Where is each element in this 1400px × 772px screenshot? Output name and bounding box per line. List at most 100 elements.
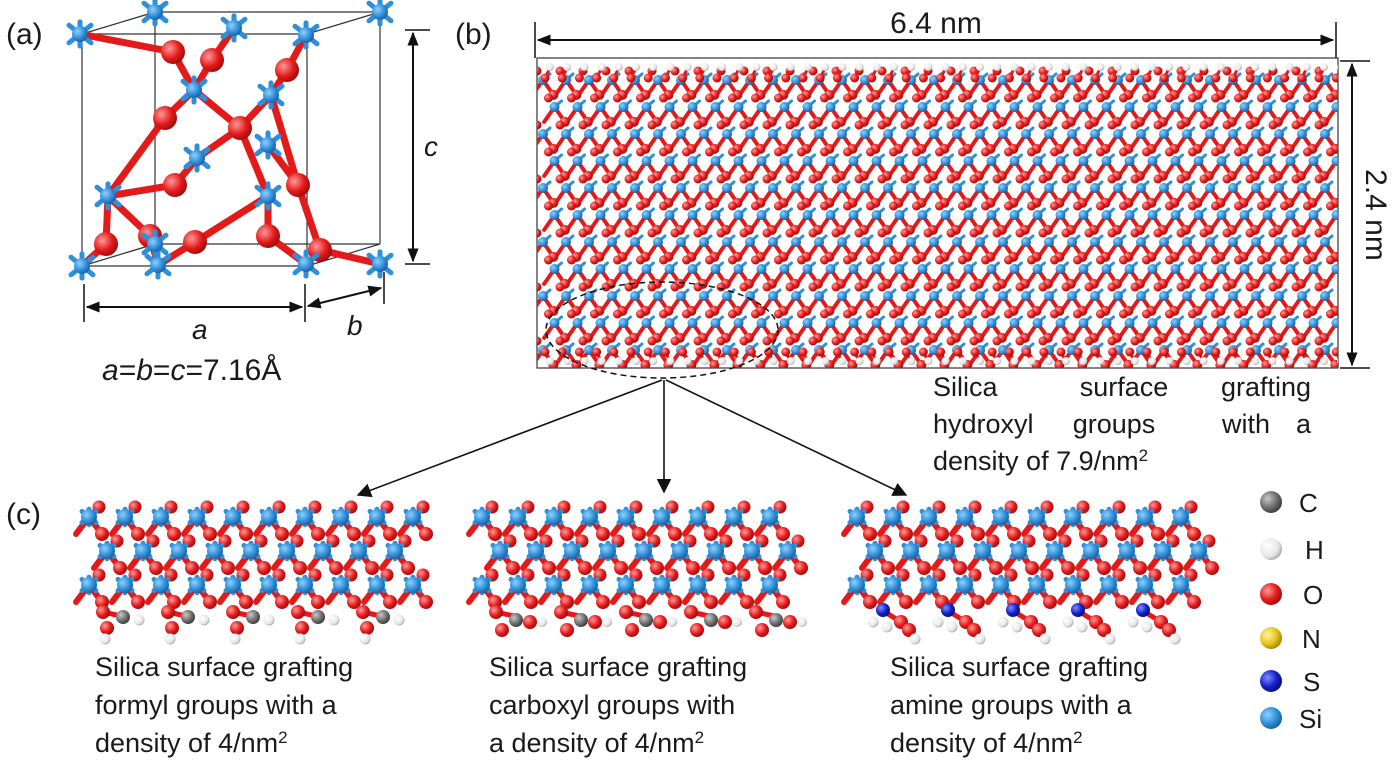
silicon-atom xyxy=(1090,237,1100,247)
oxygen-atom xyxy=(365,561,379,575)
oxygen-atom xyxy=(668,595,682,609)
silicon-atom xyxy=(802,102,813,112)
oxygen-atom xyxy=(1291,336,1301,346)
hydrogen-atom xyxy=(1010,63,1019,71)
unit-cell-atoms xyxy=(66,0,394,281)
silicon-atom xyxy=(837,183,847,193)
oxygen-atom xyxy=(967,623,981,637)
silicon-atom xyxy=(762,509,778,525)
eq-b: b xyxy=(136,354,153,387)
oxygen-atom xyxy=(1291,228,1301,238)
oxygen-atom xyxy=(636,309,645,319)
oxygen-atom xyxy=(1050,147,1059,157)
silicon-atom xyxy=(1159,291,1169,301)
oxygen-atom xyxy=(899,527,913,541)
oxygen-atom xyxy=(1022,73,1032,83)
silicon-atom xyxy=(564,543,580,559)
silica-slab-atoms xyxy=(537,63,1352,368)
oxygen-atom xyxy=(1119,93,1128,103)
hydrogen-atom xyxy=(872,357,881,365)
caption-amine-density: density of 4/nm xyxy=(890,728,1073,758)
hydrogen-atom xyxy=(1039,633,1051,645)
oxygen-atom xyxy=(783,615,797,629)
silicon-atom xyxy=(1044,129,1054,139)
silicon-atom xyxy=(171,543,187,559)
oxygen-atom xyxy=(275,527,289,541)
oxygen-atom xyxy=(1331,347,1338,357)
hydrogen-atom xyxy=(1169,633,1181,645)
oxygen-atom xyxy=(992,228,1002,238)
silicon-atom xyxy=(607,237,617,247)
oxygen-atom xyxy=(1176,73,1186,83)
oxygen-atom xyxy=(808,120,818,130)
hydrogen-atom xyxy=(263,614,275,626)
hydrogen-atom xyxy=(1096,63,1105,71)
oxygen-atom xyxy=(877,336,887,346)
oxygen-atom xyxy=(936,73,946,83)
silicon-atom xyxy=(848,264,859,274)
oxygen-atom xyxy=(1342,117,1352,127)
oxygen-atom xyxy=(1303,147,1312,157)
hydrogen-atom xyxy=(838,63,847,71)
silicon-atom xyxy=(1044,291,1054,301)
oxygen-atom xyxy=(1199,228,1209,238)
silicon-atom xyxy=(837,291,847,301)
silicon-atom xyxy=(1055,318,1066,328)
silicon-atom xyxy=(867,543,883,559)
oxygen-atom xyxy=(739,228,749,238)
oxygen-atom xyxy=(1119,147,1128,157)
silicon-atom xyxy=(975,237,985,247)
silicon-atom xyxy=(1124,264,1135,274)
silicon-atom xyxy=(1308,210,1319,220)
silicon-atom xyxy=(549,264,560,274)
hydrogen-atom xyxy=(164,633,176,645)
hydrogen-atom xyxy=(909,633,921,645)
oxygen-atom xyxy=(613,201,622,211)
silicon-atom xyxy=(618,509,634,525)
oxygen-atom xyxy=(987,73,997,83)
silicon-atom xyxy=(653,345,663,355)
oxygen-atom xyxy=(740,595,754,609)
oxygen-atom xyxy=(567,147,576,157)
oxygen-atom xyxy=(1027,93,1036,103)
oxygen-atom xyxy=(1291,66,1301,76)
hydrogen-atom xyxy=(99,633,111,645)
oxygen-atom xyxy=(203,595,217,609)
oxygen-atom xyxy=(163,173,187,197)
oxygen-atom xyxy=(751,309,760,319)
oxygen-atom xyxy=(971,527,985,541)
oxygen-atom xyxy=(1073,201,1082,211)
hydrogen-atom xyxy=(907,63,916,71)
oxygen-atom xyxy=(762,228,772,238)
silicon-atom xyxy=(561,129,571,139)
hydrogen-atom xyxy=(597,357,606,365)
silicon-atom xyxy=(687,156,698,166)
silicon-atom xyxy=(814,129,824,139)
oxygen-atom xyxy=(889,201,898,211)
oxygen-atom xyxy=(647,228,657,238)
oxygen-atom xyxy=(815,73,825,83)
oxygen-atom xyxy=(992,174,1002,184)
carbon-atom xyxy=(376,610,390,624)
caption-b-word-5: groups xyxy=(1073,409,1156,439)
hydrogen-atom xyxy=(1234,63,1242,71)
oxygen-atom xyxy=(1342,225,1352,235)
legend-item-carbon: C xyxy=(1260,488,1318,518)
oxygen-atom xyxy=(1142,255,1151,265)
silicon-atom xyxy=(1009,156,1020,166)
silicon-atom xyxy=(549,102,560,112)
panel-c: (c) Silica surface grafting formyl group… xyxy=(6,488,1324,758)
oxygen-atom xyxy=(100,621,114,635)
silicon-atom xyxy=(1297,237,1307,247)
silicon-atom xyxy=(940,210,951,220)
oxygen-atom xyxy=(755,623,769,637)
silicon-atom xyxy=(722,291,732,301)
oxygen-atom xyxy=(716,174,726,184)
silicon-atom xyxy=(906,291,916,301)
silicon-atom xyxy=(957,509,973,525)
oxygen-atom xyxy=(153,106,177,130)
oxygen-atom xyxy=(981,309,990,319)
silicon-atom xyxy=(474,577,490,593)
oxygen-atom xyxy=(774,147,783,157)
oxygen-atom xyxy=(1228,73,1238,83)
